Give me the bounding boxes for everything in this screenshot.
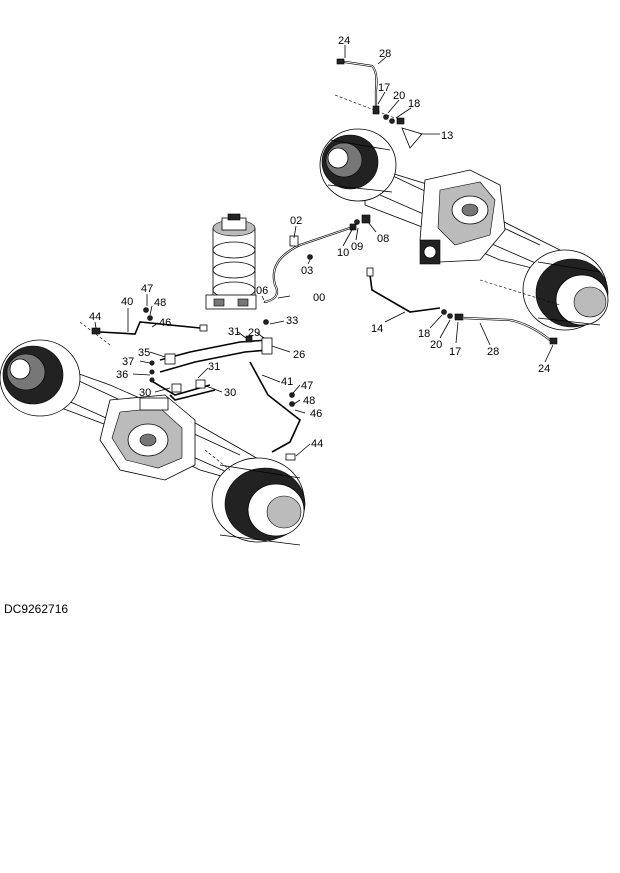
callout-label: 09: [351, 241, 363, 253]
callout-label: 06: [256, 285, 268, 297]
callout-labels: 24 28 17 20 18 13 02 10 09 08 03 06 00 1…: [89, 35, 550, 450]
callout-label: 18: [418, 328, 430, 340]
center-swivel: [205, 213, 257, 310]
callout-label: 14: [371, 323, 383, 335]
callout-label: 26: [293, 349, 305, 361]
callout-label: 03: [301, 265, 313, 277]
callout-label: 41: [281, 376, 293, 388]
callout-label: 31: [228, 326, 240, 338]
callout-label: 44: [89, 311, 101, 323]
callout-label: 24: [338, 35, 350, 47]
callout-label: 47: [141, 283, 153, 295]
callout-label: 46: [159, 317, 171, 329]
callout-label: 30: [224, 387, 236, 399]
callout-label: 46: [310, 408, 322, 420]
callout-label: 48: [154, 297, 166, 309]
callout-label: 10: [337, 247, 349, 259]
callout-label: 28: [379, 48, 391, 60]
callout-label: 36: [116, 369, 128, 381]
callout-label: 02: [290, 215, 302, 227]
callout-label: 28: [487, 346, 499, 358]
callout-label: 37: [122, 356, 134, 368]
callout-label: 24: [538, 363, 550, 375]
callout-label: 17: [378, 82, 390, 94]
callout-label: 35: [138, 347, 150, 359]
callout-label: 31: [208, 361, 220, 373]
callout-label: 40: [121, 296, 133, 308]
drawing-code: DC9262716: [4, 602, 69, 616]
callout-label: 20: [393, 90, 405, 102]
upper-axle: [319, 94, 609, 331]
callout-label: 47: [301, 380, 313, 392]
callout-label: 13: [441, 130, 453, 142]
callout-label: 00: [313, 292, 325, 304]
callout-label: 30: [139, 387, 151, 399]
callout-label: 20: [430, 339, 442, 351]
callout-label: 33: [286, 315, 298, 327]
callout-label: 29: [248, 327, 260, 339]
leader-lines: [94, 45, 554, 457]
callout-label: 08: [377, 233, 389, 245]
callout-label: 44: [311, 438, 323, 450]
callout-label: 48: [303, 395, 315, 407]
lower-axle: [0, 321, 306, 546]
callout-label: 18: [408, 98, 420, 110]
upper-hoses: [263, 58, 558, 345]
callout-label: 17: [449, 346, 461, 358]
